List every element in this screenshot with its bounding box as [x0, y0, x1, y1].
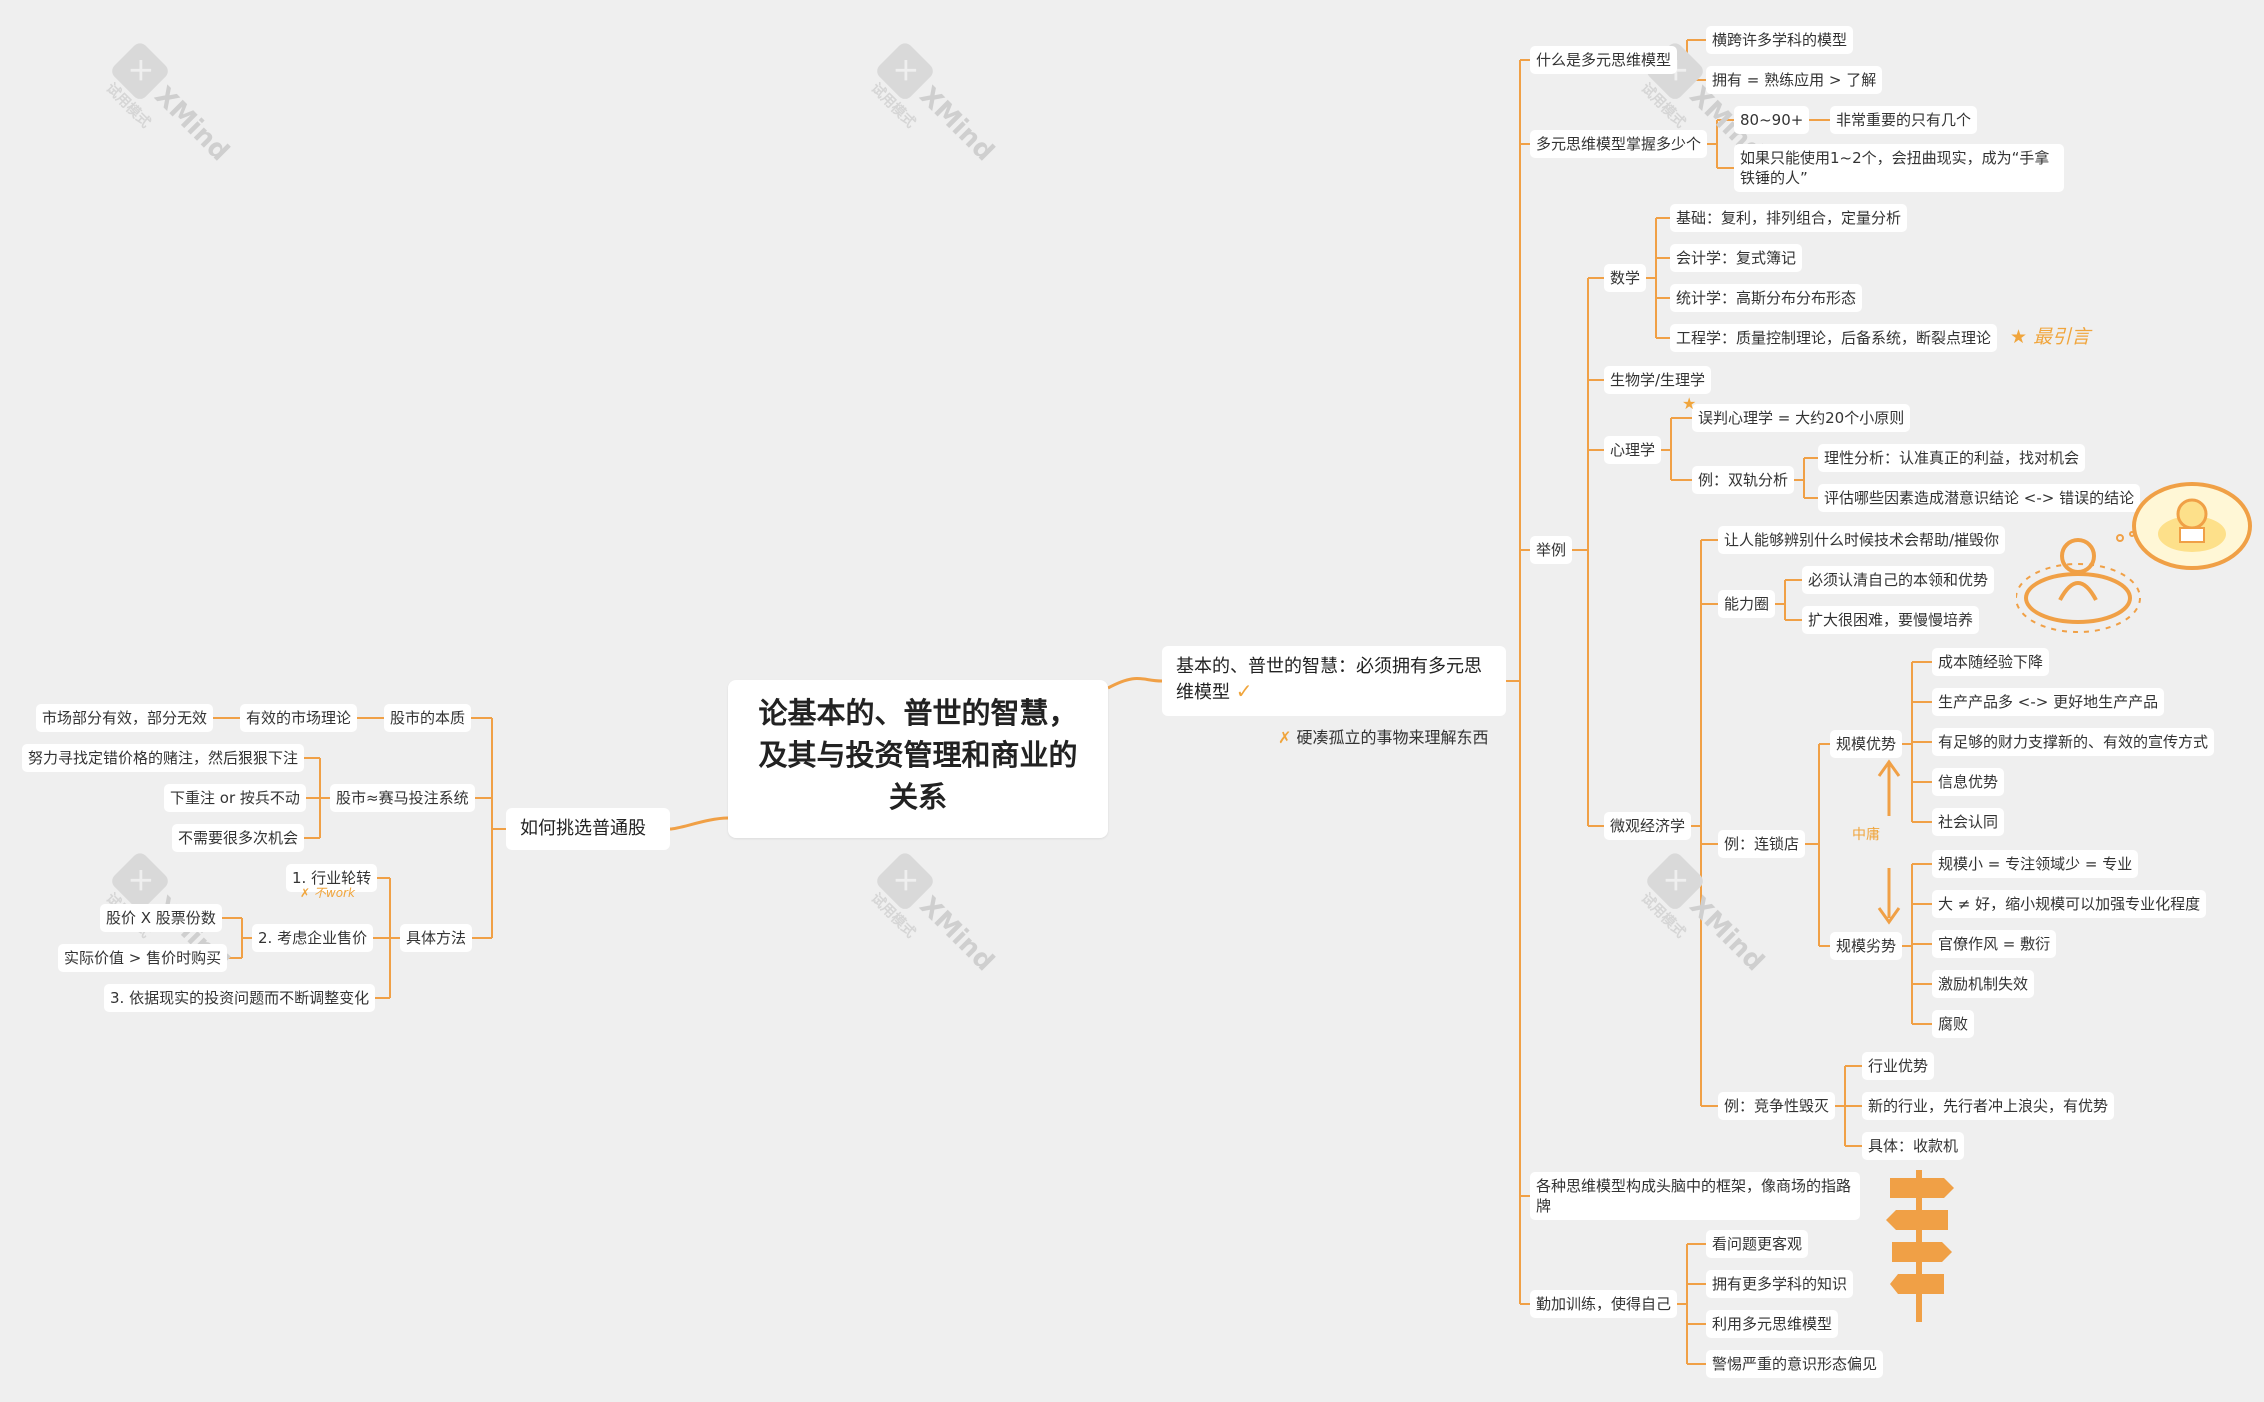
topic-train-1[interactable]: 看问题更客观	[1706, 1230, 1809, 1258]
topic-framework[interactable]: 各种思维模型构成头脑中的框架，像商场的指路牌	[1530, 1172, 1860, 1220]
topic-efficient-market[interactable]: 有效的市场理论	[240, 704, 358, 732]
topic-comp-1[interactable]: 行业优势	[1862, 1052, 1935, 1080]
topic-adv-5[interactable]: 社会认同	[1932, 808, 2005, 836]
connector	[669, 816, 729, 831]
topic-competence[interactable]: 能力圈	[1718, 590, 1776, 618]
topic-psychology[interactable]: 心理学	[1604, 436, 1662, 464]
topic-bet-or-wait[interactable]: 下重注 or 按兵不动	[164, 784, 306, 812]
star-note: ★ 最引言	[2010, 326, 2091, 348]
topic-training[interactable]: 勤加训练，使得自己	[1530, 1290, 1678, 1318]
topic-dis-5[interactable]: 腐败	[1932, 1010, 1975, 1038]
topic-train-3[interactable]: 利用多元思维模型	[1706, 1310, 1839, 1338]
stamp-sticker-icon	[2132, 482, 2252, 570]
topic-betting-system[interactable]: 股市≈赛马投注系统	[330, 784, 475, 812]
main-topic-right[interactable]: 基本的、普世的智慧：必须拥有多元思维模型 ✓	[1162, 646, 1506, 716]
topic-company-price[interactable]: 2. 考虑企业售价	[252, 924, 374, 952]
topic-subconscious[interactable]: 评估哪些因素造成潜意识结论 <-> 错误的结论	[1818, 484, 2141, 512]
topic-partly-efficient[interactable]: 市场部分有效，部分无效	[36, 704, 214, 732]
topic-methods[interactable]: 具体方法	[400, 924, 473, 952]
main-topic-left[interactable]: 如何挑选普通股	[506, 808, 670, 850]
topic-cross-discipline[interactable]: 横跨许多学科的模型	[1706, 26, 1854, 54]
topic-comp-3[interactable]: 具体：收款机	[1862, 1132, 1965, 1160]
topic-adjust[interactable]: 3. 依据现实的投资问题而不断调整变化	[104, 984, 376, 1012]
topic-price-shares[interactable]: 股价 X 股票份数	[100, 904, 222, 932]
topic-industry-rotation[interactable]: 1. 行业轮转	[286, 864, 378, 892]
topic-dis-1[interactable]: 规模小 = 专注领域少 = 专业	[1932, 850, 2139, 878]
cross-note: ✗ 不work	[300, 886, 355, 900]
topic-market-nature[interactable]: 股市的本质	[384, 704, 472, 732]
topic-adv-4[interactable]: 信息优势	[1932, 768, 2005, 796]
topic-adv-2[interactable]: 生产产品多 <-> 更好地生产产品	[1932, 688, 2165, 716]
topic-what-is-model[interactable]: 什么是多元思维模型	[1530, 46, 1678, 74]
topic-misjudgment[interactable]: 误判心理学 = 大约20个小原则	[1692, 404, 1911, 432]
topic-math-accounting[interactable]: 会计学：复式簿记	[1670, 244, 1803, 272]
topic-know-self[interactable]: 必须认清自己的本领和优势	[1802, 566, 1995, 594]
note-text: 硬凑孤立的事物来理解东西	[1296, 728, 1489, 747]
central-topic[interactable]: 论基本的、普世的智慧，及其与投资管理和商业的关系	[728, 680, 1108, 838]
topic-micro-econ[interactable]: 微观经济学	[1604, 812, 1692, 840]
topic-train-4[interactable]: 警惕严重的意识形态偏见	[1706, 1350, 1884, 1378]
topic-how-many-models[interactable]: 多元思维模型掌握多少个	[1530, 130, 1708, 158]
topic-dual-track[interactable]: 例：双轨分析	[1692, 466, 1795, 494]
topic-adv-3[interactable]: 有足够的财力支撑新的、有效的宣传方式	[1932, 728, 2215, 756]
topic-dis-2[interactable]: 大 ≠ 好，缩小规模可以加强专业化程度	[1932, 890, 2207, 918]
person-circle-sticker-icon	[2016, 531, 2141, 633]
topic-expand-slow[interactable]: 扩大很困难，要慢慢培养	[1802, 606, 1980, 634]
topic-chain-store[interactable]: 例：连锁店	[1718, 830, 1806, 858]
topic-math-engineering[interactable]: 工程学：质量控制理论，后备系统，断裂点理论	[1670, 324, 1998, 352]
signpost-icon	[1886, 1170, 1954, 1322]
topic-few-chances[interactable]: 不需要很多次机会	[172, 824, 305, 852]
topic-mispriced-bets[interactable]: 努力寻找定错价格的赌注，然后狠狠下注	[22, 744, 305, 772]
topic-biology[interactable]: 生物学/生理学	[1604, 366, 1712, 394]
star-icon: ★	[1682, 394, 1697, 413]
cross-icon: ✗	[1278, 728, 1297, 747]
topic-math-statistics[interactable]: 统计学：高斯分布分布形态	[1670, 284, 1863, 312]
topic-dis-4[interactable]: 激励机制失效	[1932, 970, 2035, 998]
topic-math-basic[interactable]: 基础：复利，排列组合，定量分析	[1670, 204, 1908, 232]
topic-own-equals-apply[interactable]: 拥有 = 熟练应用 > 了解	[1706, 66, 1883, 94]
topic-few-important[interactable]: 非常重要的只有几个	[1830, 106, 1978, 134]
topic-hammer-man[interactable]: 如果只能使用1~2个，会扭曲现实，成为“手拿铁锤的人”	[1734, 144, 2064, 192]
topic-adv-1[interactable]: 成本随经验下降	[1932, 648, 2050, 676]
topic-dis-3[interactable]: 官僚作风 = 敷衍	[1932, 930, 2057, 958]
topic-train-2[interactable]: 拥有更多学科的知识	[1706, 1270, 1854, 1298]
topic-examples[interactable]: 举例	[1530, 536, 1573, 564]
connector	[1107, 677, 1163, 690]
topic-rational[interactable]: 理性分析：认准真正的利益，找对机会	[1818, 444, 2086, 472]
main-topic-right-label: 基本的、普世的智慧：必须拥有多元思维模型	[1176, 656, 1482, 703]
topic-competition[interactable]: 例：竞争性毁灭	[1718, 1092, 1836, 1120]
topic-math[interactable]: 数学	[1604, 264, 1647, 292]
main-topic-note: ✗ 硬凑孤立的事物来理解东西	[1272, 724, 1495, 752]
two-way-arrow-icon	[1877, 759, 1901, 925]
mid-label: 中庸	[1852, 827, 1880, 843]
topic-80-90[interactable]: 80~90+	[1734, 106, 1810, 134]
topic-scale-disadv[interactable]: 规模劣势	[1830, 932, 1903, 960]
topic-tech[interactable]: 让人能够辨别什么时候技术会帮助/摧毁你	[1718, 526, 2006, 554]
topic-scale-adv[interactable]: 规模优势	[1830, 730, 1903, 758]
topic-comp-2[interactable]: 新的行业，先行者冲上浪尖，有优势	[1862, 1092, 2115, 1120]
topic-value-gt-price[interactable]: 实际价值 > 售价时购买	[58, 944, 228, 972]
check-icon: ✓	[1235, 679, 1253, 703]
